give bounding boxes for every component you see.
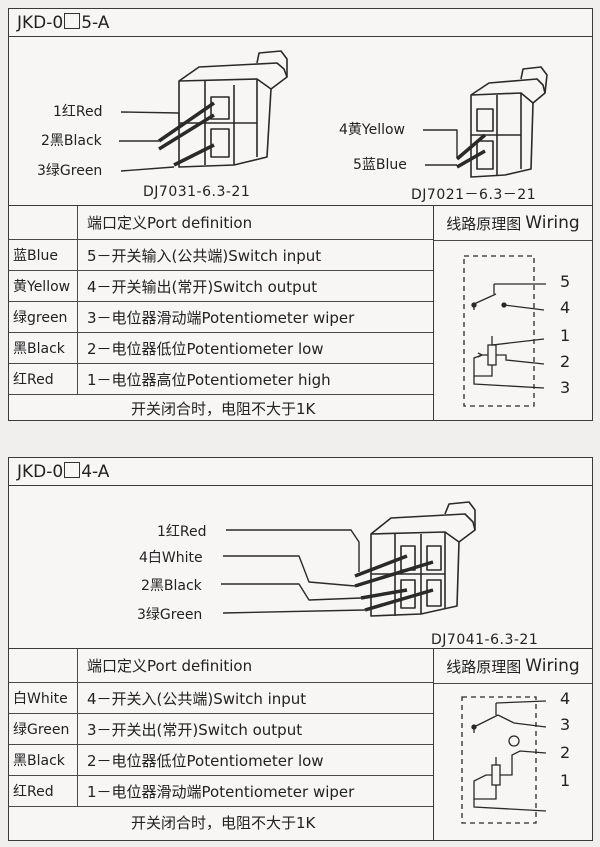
port-definition: 3－开关出(常开)Switch output [87, 720, 303, 739]
placeholder-box-icon [64, 13, 81, 29]
wiring-terminal-2: 2 [560, 352, 571, 371]
wiring-terminal-1: 1 [560, 771, 571, 790]
port-definition-table: 端口定义Port definition 白White 4－开关入(公共端)Swi… [9, 648, 592, 841]
panel-jkd-04a: JKD-0 4-A [8, 457, 593, 841]
wire-color: 红Red [9, 776, 78, 806]
connector-3pin-drawing [178, 50, 288, 168]
table-header-row: 端口定义Port definition [9, 206, 433, 240]
port-definition-table: 端口定义Port definition 蓝Blue 5－开关输入(公共端)Swi… [9, 205, 592, 421]
port-definition: 4－开关输出(常开)Switch output [87, 277, 318, 296]
model-dj7031: DJ7031-6.3-21 [143, 184, 251, 200]
table-row: 黄Yellow 4－开关输出(常开)Switch output [9, 271, 433, 302]
wire-label-green: 3绿Green [37, 163, 103, 179]
title-prefix: JKD-0 [17, 462, 64, 482]
wiring-title-cn: 线路原理图 [446, 657, 522, 676]
table-row: 红Red 1－电位器滑动端Potentiometer wiper [9, 776, 433, 807]
wiring-diagram: 4 3 2 1 [434, 683, 592, 841]
wire-color: 红Red [9, 364, 78, 394]
port-definition: 5－开关输入(公共端)Switch input [87, 246, 322, 265]
wiring-title-en: Wiring [525, 213, 580, 233]
header-definition: 端口定义Port definition [87, 214, 253, 232]
table-row: 红Red 1－电位器高位Potentiometer high [9, 364, 433, 395]
wiring-terminal-3: 3 [560, 715, 571, 734]
wiring-terminal-3: 3 [560, 378, 571, 397]
table-row: 蓝Blue 5－开关输入(公共端)Switch input [9, 240, 433, 271]
resistance-note: 开关闭合时，电阻不大于1K [131, 399, 316, 418]
table-row: 绿green 3－电位器滑动端Potentiometer wiper [9, 302, 433, 333]
connector-4pin-drawing [221, 501, 476, 617]
wiring-terminal-5: 5 [560, 272, 571, 291]
resistance-note: 开关闭合时，电阻不大于1K [131, 813, 316, 832]
wire-label-black: 2黑Black [41, 133, 102, 149]
table-row: 黑Black 2－电位器低位Potentiometer low [9, 333, 433, 364]
wiring-terminal-4: 4 [560, 689, 571, 708]
port-definition: 1－电位器高位Potentiometer high [87, 370, 331, 389]
model-dj7041: DJ7041-6.3-21 [431, 632, 539, 648]
table-row: 绿Green 3－开关出(常开)Switch output [9, 714, 433, 745]
table-row: 白White 4－开关入(公共端)Switch input [9, 683, 433, 714]
title-suffix: 4-A [81, 462, 110, 482]
wiring-terminal-2: 2 [560, 743, 571, 762]
port-definition: 2－电位器低位Potentiometer low [87, 339, 324, 358]
wire-label-red: 1红Red [157, 524, 207, 540]
wire-color: 黄Yellow [9, 271, 78, 301]
connector-illustration: 1红Red 4白White 2黑Black 3绿Green DJ7041-6.3… [9, 486, 592, 648]
model-dj7021: DJ7021－6.3－21 [411, 187, 537, 203]
wire-color: 绿Green [9, 714, 78, 744]
wire-color: 黑Black [9, 745, 78, 775]
wiring-schematic [463, 255, 546, 407]
wiring-diagram: 5 4 1 2 3 [434, 240, 592, 421]
wire-label-green: 3绿Green [137, 607, 203, 623]
connector-illustrations: 1红Red 2黑Black 3绿Green DJ7031-6.3-21 4黄Ye… [9, 37, 592, 205]
table-header-row: 端口定义Port definition [9, 649, 433, 683]
port-definition: 3－电位器滑动端Potentiometer wiper [87, 308, 355, 327]
wire-color: 绿green [9, 302, 78, 332]
connector-drawings [119, 50, 548, 178]
header-definition: 端口定义Port definition [87, 657, 253, 675]
wiring-terminal-1: 1 [560, 326, 571, 345]
wiring-title-cn: 线路原理图 [446, 214, 522, 233]
title-suffix: 5-A [81, 13, 110, 33]
wire-color: 黑Black [9, 333, 78, 363]
header-color-cell [9, 206, 78, 239]
wiring-schematic [461, 696, 547, 824]
connector-2pin-drawing [470, 66, 548, 178]
wire-color: 蓝Blue [9, 240, 78, 270]
panel-title: JKD-0 5-A [9, 9, 592, 37]
header-color-cell [9, 649, 78, 682]
placeholder-box-icon [64, 462, 81, 478]
port-definition: 2－电位器低位Potentiometer low [87, 751, 324, 770]
port-definition: 1－电位器滑动端Potentiometer wiper [87, 782, 355, 801]
wire-label-red: 1红Red [53, 104, 103, 120]
table-row: 黑Black 2－电位器低位Potentiometer low [9, 745, 433, 776]
panel-title: JKD-0 4-A [9, 458, 592, 486]
wire-label-white: 4白White [139, 550, 203, 566]
wire-label-blue: 5蓝Blue [353, 157, 407, 173]
wire-label-black: 2黑Black [141, 578, 202, 594]
port-definition: 4－开关入(公共端)Switch input [87, 689, 307, 708]
wire-label-yellow: 4黄Yellow [339, 122, 406, 138]
panel-jkd-05a: JKD-0 5-A [8, 8, 593, 421]
wire-color: 白White [9, 683, 78, 713]
wiring-terminal-4: 4 [560, 298, 571, 317]
title-prefix: JKD-0 [17, 13, 64, 33]
wiring-title-en: Wiring [525, 656, 580, 676]
